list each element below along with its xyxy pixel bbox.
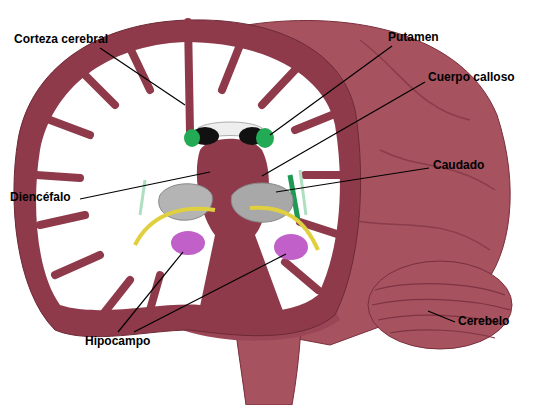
part-label: Caudado [433,158,484,172]
part-label: Cerebelo [458,314,509,328]
part-label: Cuerpo calloso [428,70,515,84]
part-label: Corteza cerebral [14,32,108,46]
part-label: Hipocampo [85,334,150,348]
part-label: Diencéfalo [10,190,71,204]
part-label: Putamen [388,30,439,44]
